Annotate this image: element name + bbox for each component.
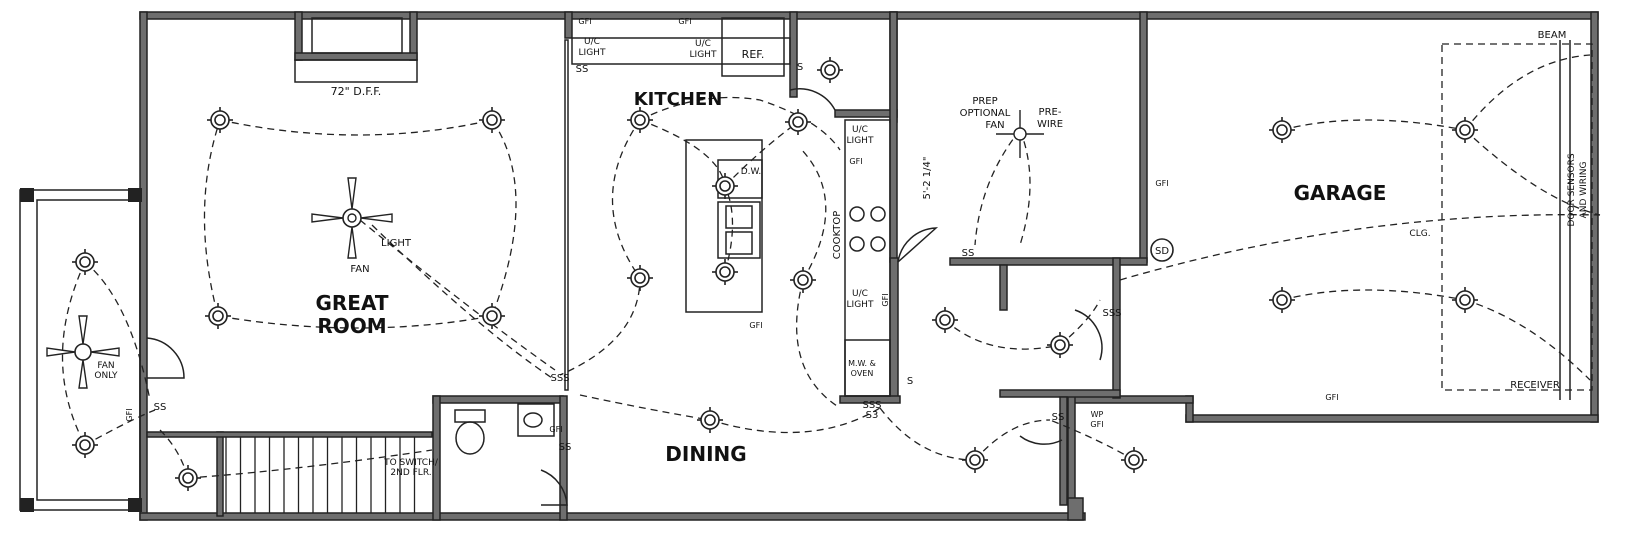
receiver-label: RECEIVER [1510, 380, 1560, 391]
recessed-light-icon [207, 107, 233, 133]
recessed-light-icon [817, 57, 843, 83]
recessed-light-icon [790, 267, 816, 293]
recessed-light-icon [697, 407, 723, 433]
kitchen-island [685, 139, 763, 313]
dimension-label: 5'-2 1/4" [922, 157, 933, 200]
gfi-label-3: GFI [849, 157, 862, 166]
gfi-label-9: GFI [881, 293, 890, 306]
switch-label-11: S [907, 376, 913, 387]
recessed-light-icon [1452, 117, 1478, 143]
switch-label-8: SS [559, 442, 572, 453]
light-label: LIGHT [381, 238, 412, 249]
wp-gfi-2: GFI [1090, 420, 1103, 429]
switch-label-7: SS [154, 402, 167, 413]
uc-light-1b: LIGHT [579, 48, 606, 58]
patio [19, 188, 142, 512]
ceiling-fan-great-room [311, 177, 393, 259]
switch-label-5: S3 [866, 410, 879, 421]
recessed-light-icon [1121, 447, 1147, 473]
wp-gfi-1: WP [1091, 410, 1104, 419]
prep-fan-3: FAN [985, 120, 1004, 131]
fan-only-label-1: FAN [97, 361, 114, 371]
switch-label-4: SSS [862, 400, 881, 411]
gfi-label-1: GFI [578, 17, 591, 26]
gfi-label-8: GFI [125, 408, 134, 421]
uc-light-2b: LIGHT [690, 50, 717, 60]
switch-label-6: SSS [550, 373, 569, 384]
uc-light-2a: U/C [695, 39, 711, 49]
door-sensors-2: AND WIRING [1579, 162, 1589, 219]
recessed-light-icon [175, 465, 201, 491]
pre-wire-2: WIRE [1037, 119, 1063, 130]
switch-label-9: SS [1052, 412, 1065, 423]
recessed-light-icon [479, 107, 505, 133]
recessed-light-icon [627, 107, 653, 133]
door-sensors-1: DOOR SENSORS [1567, 153, 1577, 226]
gfi-label-7: GFI [549, 425, 562, 434]
uc-light-1a: U/C [584, 37, 600, 47]
prep-fan [996, 110, 1044, 158]
recessed-light-icon [1452, 287, 1478, 313]
ceiling-fan-patio [46, 315, 120, 389]
doors [146, 88, 1103, 506]
room-great-room-line1: GREAT [315, 291, 388, 315]
fireplace-label: 72" D.F.F. [331, 85, 382, 98]
recessed-light-icon [205, 303, 231, 329]
recessed-light-icon [712, 173, 738, 199]
recessed-light-icon [785, 109, 811, 135]
recessed-light-icon [962, 447, 988, 473]
clg-label: CLG. [1409, 229, 1430, 239]
uc-light-3b: LIGHT [847, 136, 874, 146]
ref-label: REF. [742, 48, 765, 61]
prep-fan-1: PREP [972, 96, 997, 107]
to-switch-2: 2ND FLR. [390, 468, 431, 478]
cooktop-label: COOKTOP [832, 211, 843, 260]
room-great-room-line2: ROOM [317, 314, 386, 338]
switch-label-3: SS [962, 248, 975, 259]
recessed-light-icon [627, 265, 653, 291]
recessed-light-icon [479, 303, 505, 329]
recessed-light-icon [712, 259, 738, 285]
recessed-light-icon [1269, 117, 1295, 143]
room-dining: DINING [665, 442, 746, 466]
prep-fan-2: OPTIONAL [960, 108, 1011, 119]
stairs [225, 437, 416, 513]
powder-fixtures [454, 403, 555, 455]
gfi-label-5: GFI [1155, 179, 1168, 188]
switch-label-2: S [797, 62, 803, 73]
recessed-light-icon [72, 432, 98, 458]
mw-oven-2: OVEN [851, 369, 874, 378]
fan-label: FAN [350, 264, 369, 275]
room-garage: GARAGE [1294, 181, 1387, 205]
light-fixtures [72, 57, 1478, 491]
gfi-label-4: GFI [749, 321, 762, 330]
uc-light-3a: U/C [852, 125, 868, 135]
to-switch-1: TO SWITCH/ [383, 458, 439, 468]
pre-wire-1: PRE- [1039, 107, 1062, 118]
recessed-light-icon [72, 249, 98, 275]
gfi-label-6: GFI [1325, 393, 1338, 402]
dw-label: D.W. [741, 167, 762, 177]
switches: SS S SS SSS S3 SSS SS SS SS SSS S [154, 62, 1122, 453]
sd-label: SD [1155, 246, 1169, 257]
recessed-light-icon [1047, 332, 1073, 358]
walls [139, 11, 1599, 521]
switch-label-1: SS [576, 64, 589, 75]
fan-only-label-2: ONLY [94, 371, 118, 381]
beam-label: BEAM [1538, 30, 1567, 41]
mw-oven-1: M.W. & [848, 359, 876, 368]
annotations: 72" D.F.F. FAN LIGHT FAN ONLY D.W. REF. … [94, 17, 1589, 478]
room-labels: GREAT ROOM KITCHEN DINING GARAGE [315, 89, 1386, 466]
room-kitchen: KITCHEN [634, 89, 723, 110]
smoke-detector-icon: SD [1150, 238, 1174, 262]
recessed-light-icon [1269, 287, 1295, 313]
uc-light-4b: LIGHT [847, 300, 874, 310]
counters [571, 17, 891, 397]
switch-label-10: SSS [1102, 308, 1121, 319]
gfi-label-2: GFI [678, 17, 691, 26]
uc-light-4a: U/C [852, 289, 868, 299]
garage-door [1441, 40, 1593, 400]
recessed-light-icon [932, 307, 958, 333]
